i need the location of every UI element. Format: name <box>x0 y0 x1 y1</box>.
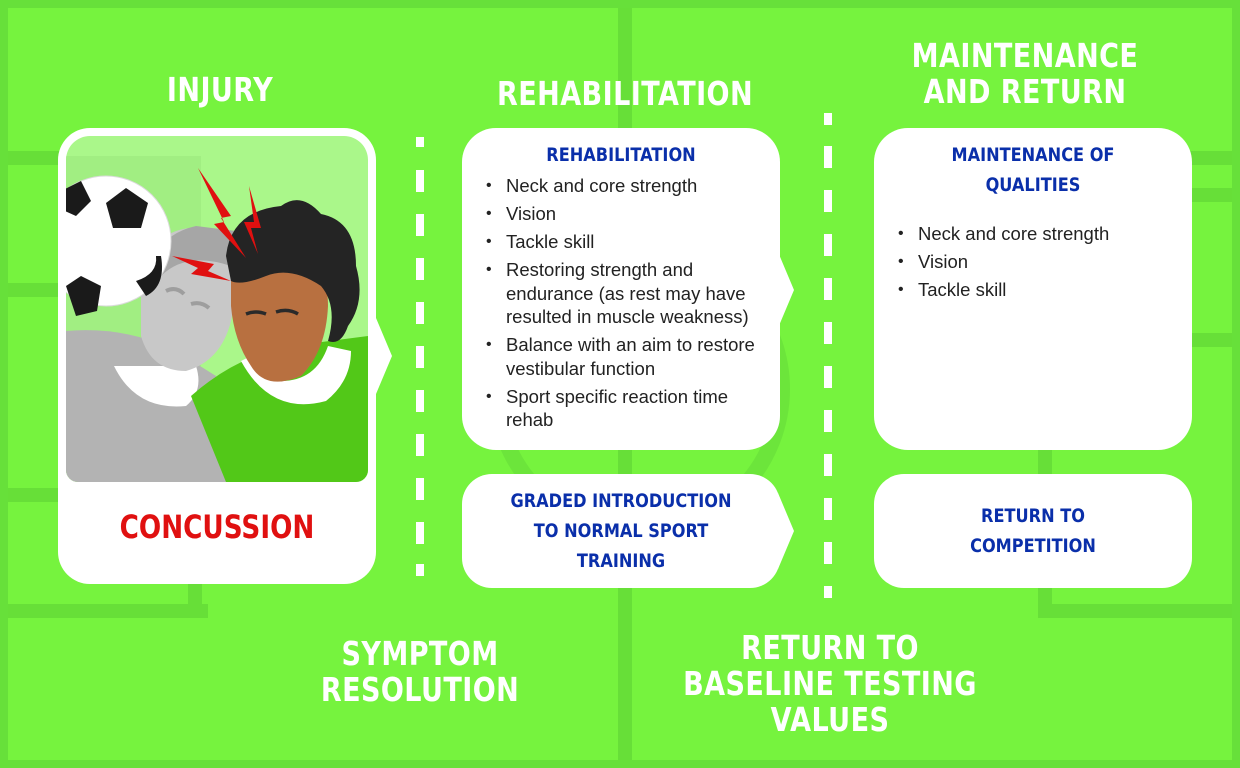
graded-introduction-line: GRADED INTRODUCTION <box>510 490 732 512</box>
concussion-label: CONCUSSION <box>119 508 315 546</box>
injury-title: INJURY <box>166 70 274 109</box>
list-item: Vision <box>896 250 1182 274</box>
footer-line: VALUES <box>770 700 890 739</box>
list-item: Neck and core strength <box>484 174 770 198</box>
list-item: Balance with an aim to restore vestibula… <box>484 333 770 380</box>
rehabilitation-card: REHABILITATION Neck and core strength Vi… <box>462 128 780 450</box>
footer-line: RETURN TO <box>741 628 919 667</box>
return-to-competition-line: COMPETITION <box>970 535 1096 557</box>
maintenance-card: MAINTENANCE OF QUALITIES Neck and core s… <box>874 128 1192 450</box>
arrow-right-icon <box>376 318 392 394</box>
maintenance-title-line: AND RETURN <box>923 72 1127 111</box>
injury-card: CONCUSSION <box>58 128 376 584</box>
footer-line: SYMPTOM <box>341 634 499 673</box>
maintenance-card-heading-line: QUALITIES <box>985 174 1081 196</box>
rehabilitation-list: Neck and core strength Vision Tackle ski… <box>484 174 770 432</box>
graded-introduction-card: GRADED INTRODUCTION TO NORMAL SPORT TRAI… <box>462 474 780 588</box>
list-item: Sport specific reaction time rehab <box>484 385 770 432</box>
maintenance-title: MAINTENANCE AND RETURN <box>906 38 1144 110</box>
symptom-resolution-label: SYMPTOM RESOLUTION <box>297 636 543 708</box>
maintenance-list: Neck and core strength Vision Tackle ski… <box>896 222 1182 302</box>
footer-line: RESOLUTION <box>320 670 520 709</box>
graded-introduction-line: TO NORMAL SPORT <box>533 520 709 542</box>
arrow-right-icon <box>778 493 794 569</box>
pitch-line <box>8 488 68 502</box>
footer-line: BASELINE TESTING <box>683 664 977 703</box>
maintenance-card-heading-line: MAINTENANCE OF <box>951 144 1115 166</box>
return-to-competition-card: RETURN TO COMPETITION <box>874 474 1192 588</box>
graded-introduction-line: TRAINING <box>576 550 666 572</box>
concussion-illustration <box>66 136 368 482</box>
list-item: Tackle skill <box>896 278 1182 302</box>
list-item: Neck and core strength <box>896 222 1182 246</box>
list-item: Vision <box>484 202 770 226</box>
list-item: Restoring strength and endurance (as res… <box>484 258 770 329</box>
maintenance-title-line: MAINTENANCE <box>911 36 1139 75</box>
return-to-competition-line: RETURN TO <box>981 505 1085 527</box>
pitch-line <box>8 283 68 297</box>
return-to-baseline-label: RETURN TO BASELINE TESTING VALUES <box>674 630 986 738</box>
rehabilitation-card-heading: REHABILITATION <box>546 144 696 166</box>
collision-illustration-icon <box>66 156 368 482</box>
list-item: Tackle skill <box>484 230 770 254</box>
arrow-right-icon <box>778 252 794 328</box>
pitch-line <box>8 604 208 618</box>
rehabilitation-title: REHABILITATION <box>497 74 754 113</box>
pitch-line <box>1052 604 1232 618</box>
